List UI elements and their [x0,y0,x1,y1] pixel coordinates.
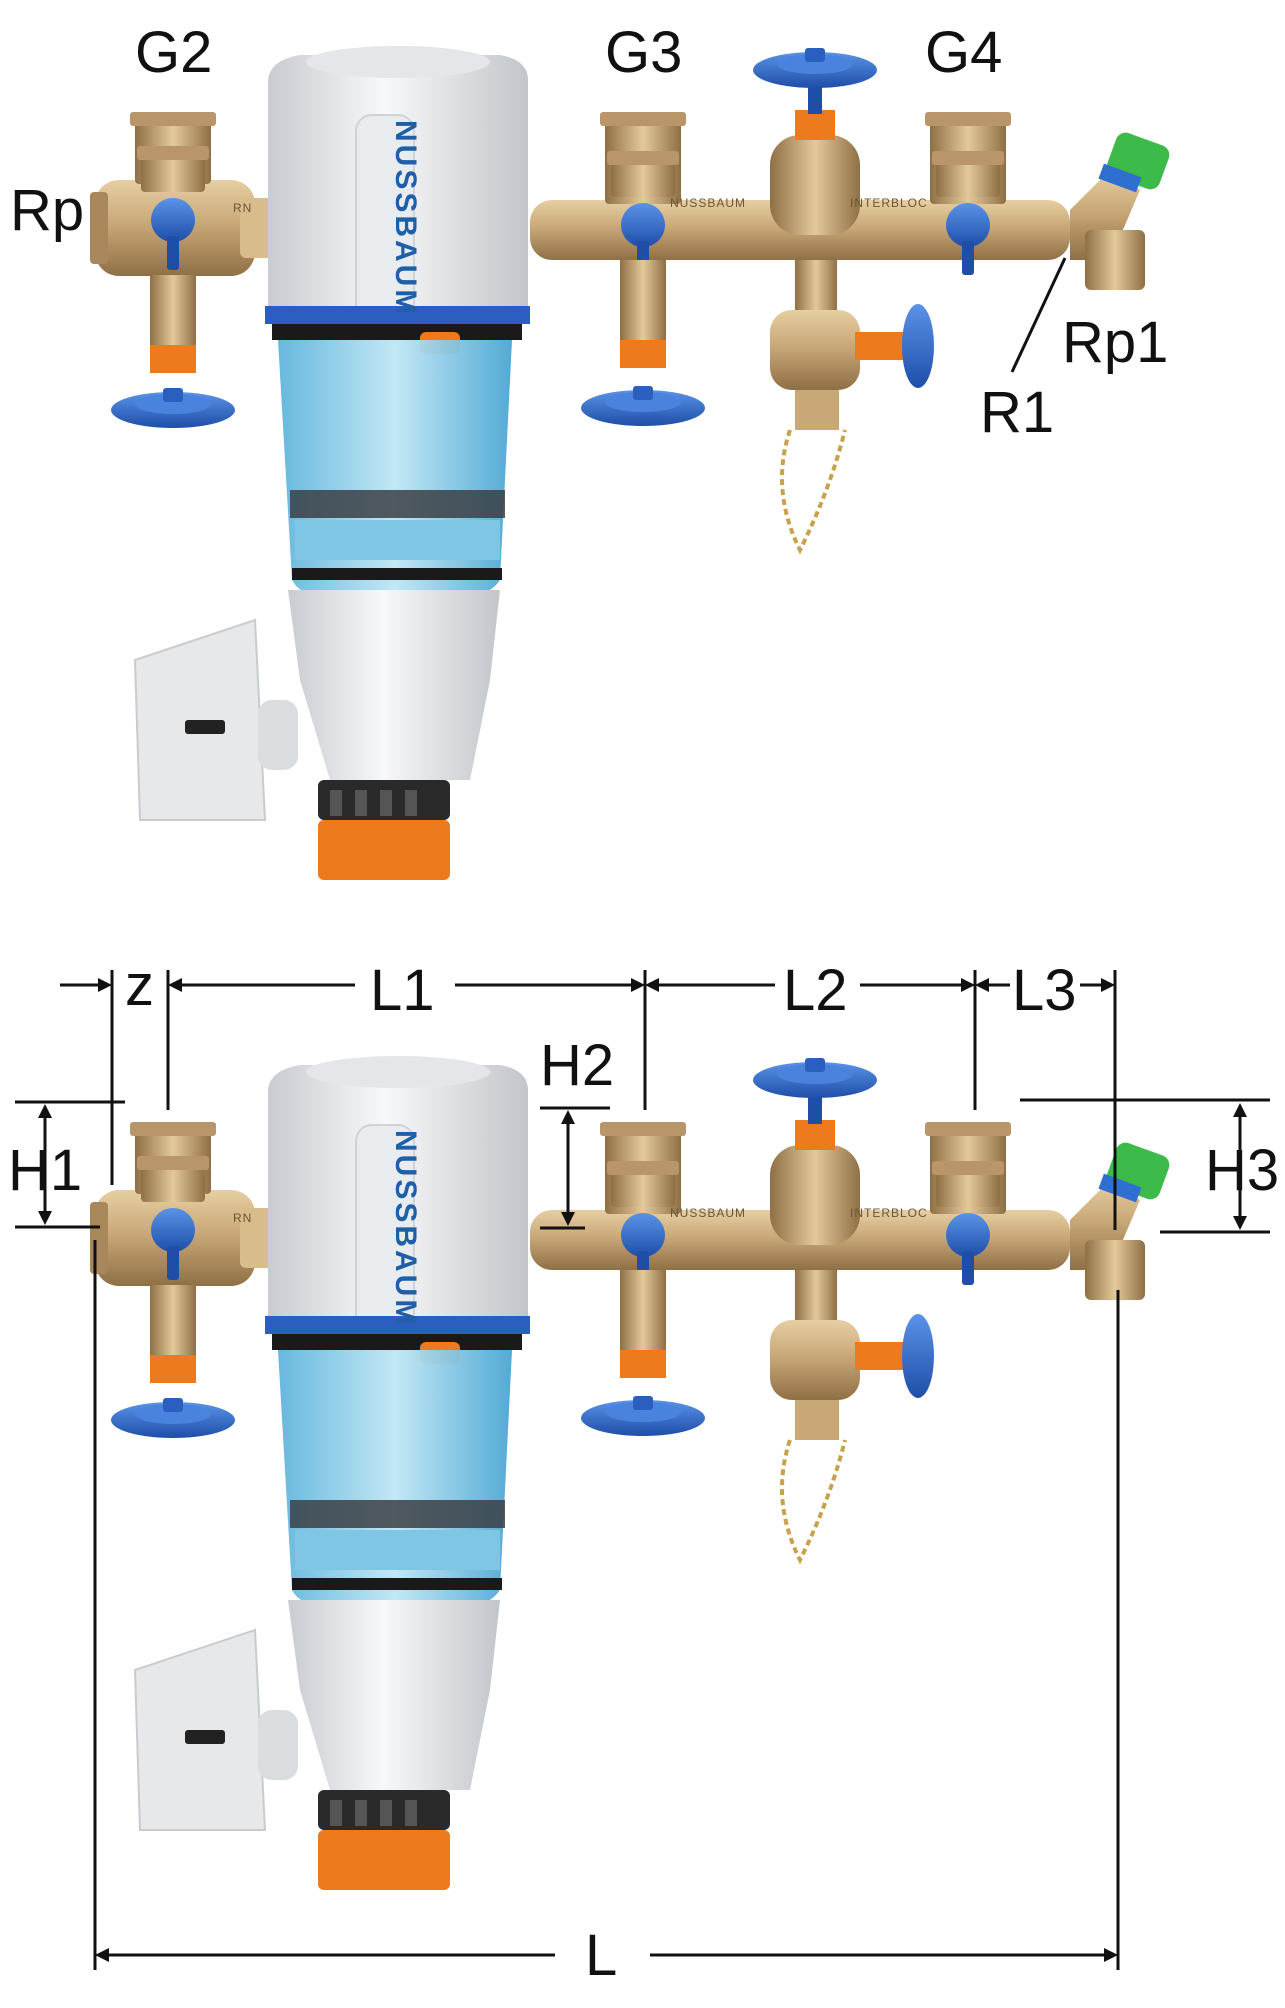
r1-leader-line [1010,257,1067,373]
dim-label-l2: L2 [783,958,848,1023]
label-rp: Rp [10,178,84,243]
label-g2: G2 [135,20,212,85]
dimension-lines [15,970,1270,1970]
manifold-text-upper-2: INTERBLOC [850,196,928,210]
dim-label-l: L [585,1923,617,1988]
valve-badge-lower: RN [233,1211,252,1225]
dim-label-l3: L3 [1012,958,1077,1023]
manifold-text-upper-1: NUSSBAUM [670,196,746,210]
dim-label-l1: L1 [370,958,435,1023]
brand-logo-upper: NUSSBAUM [389,120,422,317]
dim-label-h1: H1 [8,1138,82,1203]
label-rp1: Rp1 [1062,310,1168,375]
label-g3: G3 [605,20,682,85]
lower-assembly-illustration [90,1056,1172,1890]
dim-label-z: z [125,953,154,1018]
valve-badge-upper: RN [233,201,252,215]
upper-assembly-illustration [90,46,1172,880]
manifold-text-lower-1: NUSSBAUM [670,1206,746,1220]
dim-label-h2: H2 [540,1033,614,1098]
brand-logo-lower: NUSSBAUM [389,1130,422,1327]
label-g4: G4 [925,20,1002,85]
manifold-text-lower-2: INTERBLOC [850,1206,928,1220]
dim-label-h3: H3 [1205,1138,1279,1203]
label-r1: R1 [980,380,1054,445]
